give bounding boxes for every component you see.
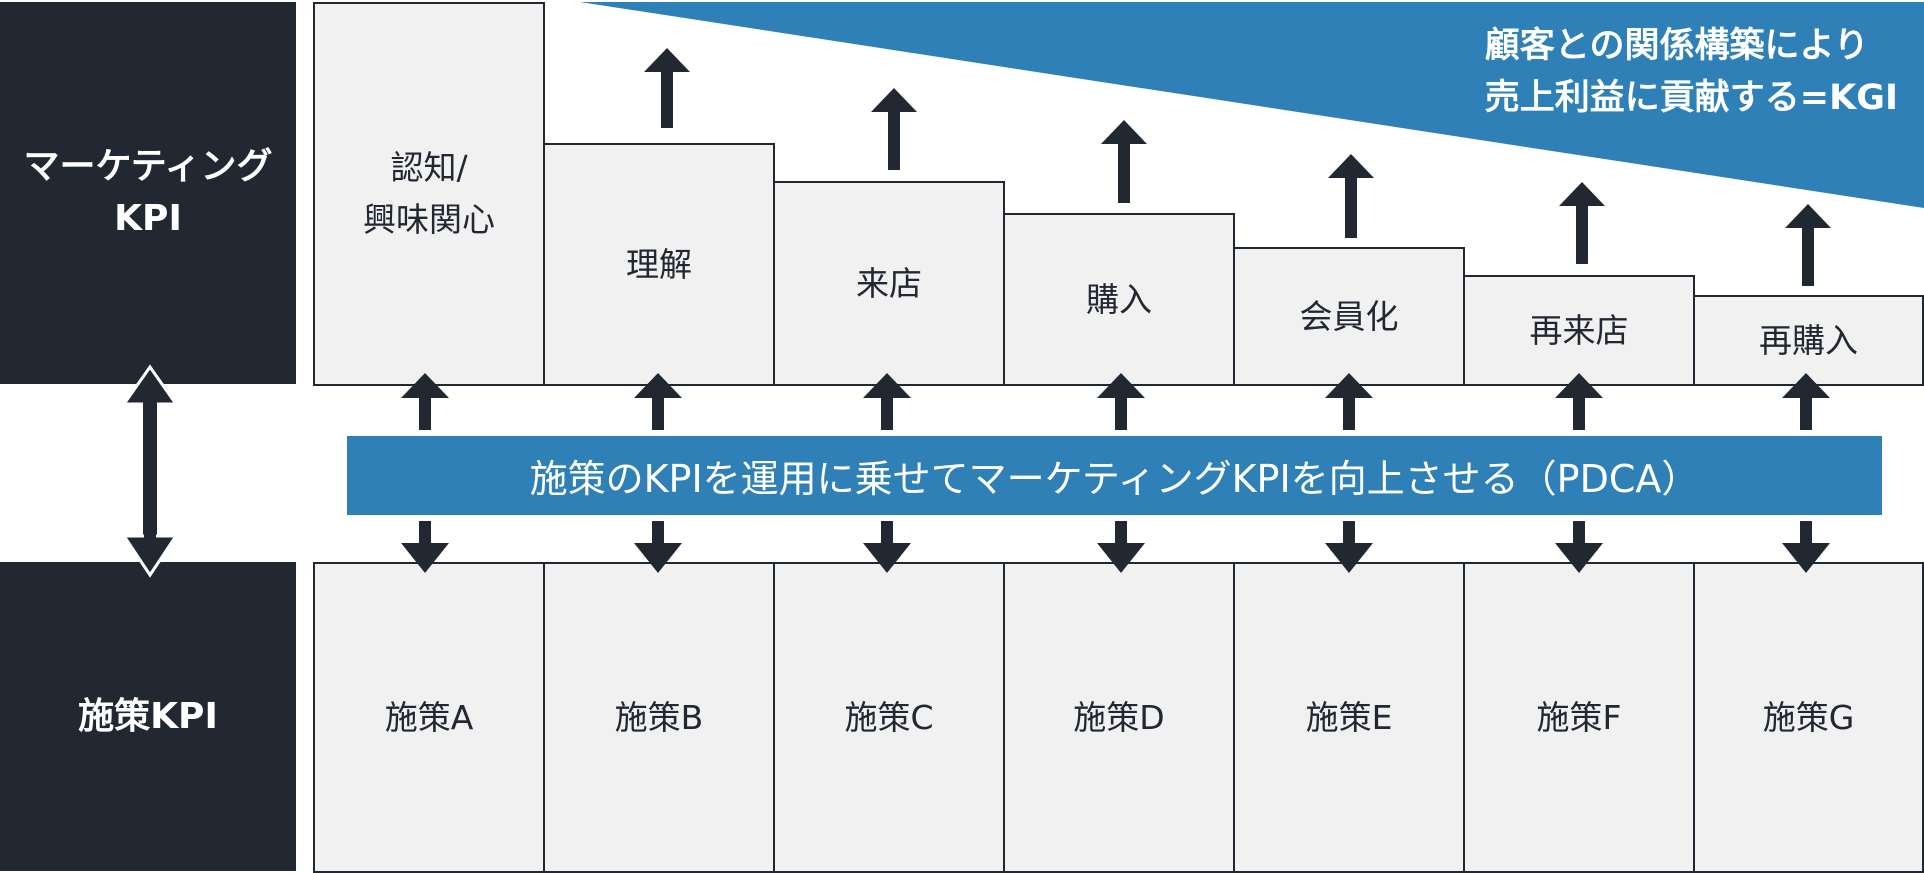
up-arrow-icon bbox=[1559, 182, 1605, 264]
stage-label: 再来店 bbox=[1529, 310, 1629, 350]
measure-box-g: 施策G bbox=[1693, 562, 1924, 873]
stage-label-line2: 興味関心 bbox=[363, 200, 495, 239]
measure-label: 施策F bbox=[1536, 697, 1622, 737]
measure-label: 施策E bbox=[1305, 697, 1393, 737]
stage-label: 理解 bbox=[626, 244, 692, 284]
measure-box-e: 施策E bbox=[1233, 562, 1465, 873]
pdca-banner-text: 施策のKPIを運用に乗せてマーケティングKPIを向上させる（PDCA） bbox=[529, 457, 1700, 501]
down-arrow-icon bbox=[401, 521, 1830, 573]
marketing-kpi-label: マーケティング KPI bbox=[0, 2, 296, 384]
measure-label: 施策G bbox=[1762, 697, 1855, 737]
stage-box-purchase: 購入 bbox=[1003, 213, 1235, 386]
up-arrow-icon bbox=[1785, 204, 1831, 286]
stage-label: 会員化 bbox=[1299, 296, 1399, 336]
measure-kpi-label: 施策KPI bbox=[0, 562, 296, 871]
up-arrow-icon bbox=[1328, 154, 1374, 238]
kgi-label: 顧客との関係構築により 売上利益に貢献する=KGI bbox=[1485, 20, 1898, 124]
double-arrow-icon bbox=[121, 364, 179, 578]
stage-box-membership: 会員化 bbox=[1233, 247, 1465, 386]
measure-box-b: 施策B bbox=[543, 562, 775, 873]
up-arrow-icon bbox=[871, 88, 917, 170]
marketing-kpi-label-line2: KPI bbox=[114, 198, 182, 239]
measure-kpi-label-text: 施策KPI bbox=[78, 695, 218, 737]
stage-box-understanding: 理解 bbox=[543, 143, 775, 386]
stage-label: 来店 bbox=[856, 263, 922, 303]
measure-box-d: 施策D bbox=[1003, 562, 1235, 873]
measure-label: 施策B bbox=[614, 697, 704, 737]
stage-box-visit: 来店 bbox=[773, 181, 1005, 386]
stage-label: 認知/ bbox=[390, 148, 468, 187]
up-arrow-icon bbox=[1101, 120, 1147, 203]
measure-label: 施策C bbox=[844, 697, 934, 737]
stage-box-awareness: 認知/興味関心 bbox=[313, 2, 545, 386]
measure-label: 施策A bbox=[384, 697, 474, 737]
stage-label: 購入 bbox=[1086, 279, 1152, 319]
measure-box-c: 施策C bbox=[773, 562, 1005, 873]
pdca-banner: 施策のKPIを運用に乗せてマーケティングKPIを向上させる（PDCA） bbox=[347, 436, 1882, 515]
stage-box-revisit: 再来店 bbox=[1463, 275, 1695, 386]
marketing-kpi-label-line1: マーケティング bbox=[23, 146, 273, 187]
kgi-label-line1: 顧客との関係構築により bbox=[1484, 26, 1869, 66]
measure-label: 施策D bbox=[1073, 697, 1165, 737]
up-arrow-icon bbox=[644, 48, 690, 128]
stage-box-repurchase: 再購入 bbox=[1693, 295, 1924, 386]
measure-box-a: 施策A bbox=[313, 562, 545, 873]
up-arrow-icon bbox=[401, 373, 1830, 430]
kgi-label-line2: 売上利益に貢献する=KGI bbox=[1484, 78, 1898, 118]
stage-label: 再購入 bbox=[1759, 320, 1858, 360]
